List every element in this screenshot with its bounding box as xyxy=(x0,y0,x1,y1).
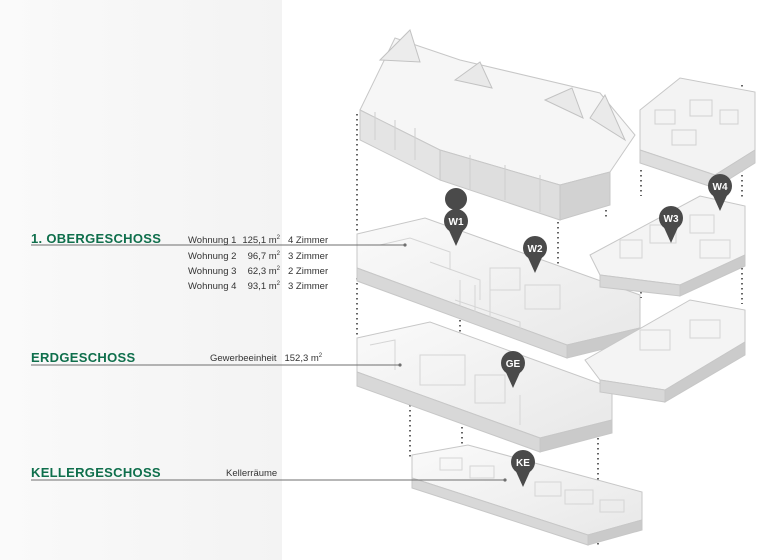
unit-area: 62,3 m xyxy=(247,266,277,277)
unit-area: 152,3 m xyxy=(284,353,319,364)
unit-rooms: 3 Zimmer xyxy=(288,251,329,262)
unit-area: 96,7 m xyxy=(247,251,277,262)
unit-name: Wohnung 3 xyxy=(188,266,237,277)
ge-marker-label: GE xyxy=(506,359,521,370)
og-floor xyxy=(356,195,746,359)
ke-marker-label: KE xyxy=(516,458,530,469)
ke-marker-pin[interactable]: KE xyxy=(511,450,535,487)
unit-rooms: 2 Zimmer xyxy=(288,266,329,277)
eg-unit-row: Gewerbeeinheit 152,3 m2 xyxy=(210,353,322,364)
area-unit-sup: 2 xyxy=(276,235,280,241)
w1-marker-pin[interactable]: W1 xyxy=(444,188,468,246)
eg-floor xyxy=(356,299,746,453)
unit-name: Gewerbeeinheit xyxy=(210,353,277,364)
area-unit-sup: 2 xyxy=(276,281,280,287)
og-unit-row-2: Wohnung 2 96,7 m2 3 Zimmer xyxy=(188,251,348,263)
area-unit-sup: 2 xyxy=(318,353,323,359)
w1-marker-label: W1 xyxy=(449,217,464,228)
area-unit-sup: 2 xyxy=(276,251,280,257)
og-unit-row-4: Wohnung 4 93,1 m2 3 Zimmer xyxy=(188,281,348,293)
w2-marker-label: W2 xyxy=(528,244,543,255)
w3-marker-label: W3 xyxy=(664,214,679,225)
kg-unit-row: Kellerräume xyxy=(226,468,277,479)
unit-name: Kellerräume xyxy=(226,468,278,479)
unit-rooms: 4 Zimmer xyxy=(288,235,329,246)
eg-title: ERDGESCHOSS xyxy=(31,350,136,365)
w4-marker-pin[interactable]: W4 xyxy=(708,174,732,211)
unit-area: 93,1 m xyxy=(247,281,277,292)
kg-floor xyxy=(411,444,643,546)
w3-marker-pin[interactable]: W3 xyxy=(659,206,683,243)
og-unit-row-3: Wohnung 3 62,3 m2 2 Zimmer xyxy=(188,266,348,278)
og-unit-row-1: Wohnung 1 125,1 m2 4 Zimmer xyxy=(188,235,348,247)
w4-marker-label: W4 xyxy=(713,182,728,193)
unit-name: Wohnung 1 xyxy=(188,235,237,246)
unit-name: Wohnung 2 xyxy=(188,251,237,262)
og-title: 1. OBERGESCHOSS xyxy=(31,231,162,246)
roof-floor xyxy=(359,29,756,221)
left-panel xyxy=(0,0,282,560)
area-unit-sup: 2 xyxy=(276,266,280,272)
unit-name: Wohnung 4 xyxy=(188,281,237,292)
unit-rooms: 3 Zimmer xyxy=(288,281,329,292)
ge-marker-pin[interactable]: GE xyxy=(501,351,525,388)
unit-area: 125,1 m xyxy=(242,235,277,246)
kg-title: KELLERGESCHOSS xyxy=(31,465,161,480)
w2-marker-pin[interactable]: W2 xyxy=(523,236,547,273)
